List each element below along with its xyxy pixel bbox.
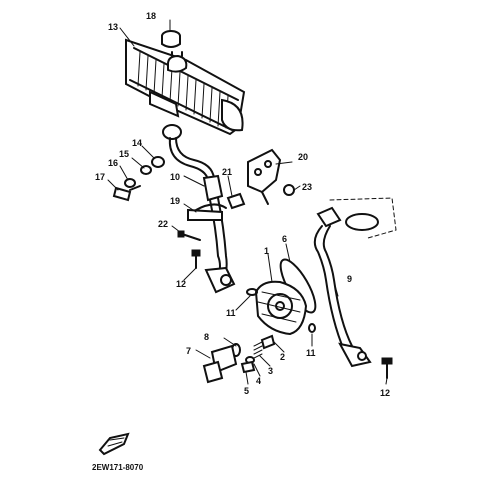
label-3: 3: [268, 366, 273, 376]
label-19: 19: [170, 196, 180, 206]
label-4: 4: [256, 376, 261, 386]
label-18: 18: [146, 11, 156, 21]
label-2: 2: [280, 352, 285, 362]
radiator-mounting-hardware: [112, 156, 165, 202]
oil-hose: [313, 225, 372, 368]
label-5: 5: [244, 386, 249, 396]
label-16: 16: [108, 158, 118, 168]
label-15: 15: [119, 149, 129, 159]
label-6: 6: [282, 234, 287, 244]
label-23: 23: [302, 182, 312, 192]
pipe-elbow-fitting: [204, 266, 236, 294]
bolt-22: [177, 230, 201, 241]
label-17: 17: [95, 172, 105, 182]
small-o-ring-left: [246, 288, 258, 296]
bolt-12-left: [191, 249, 201, 269]
bolt-12-right: [381, 357, 393, 379]
leader-lines: [107, 19, 388, 385]
label-11-left: 11: [226, 308, 236, 318]
oil-filter-adapter: [254, 280, 308, 336]
label-8: 8: [204, 332, 209, 342]
union-bolt-7: [202, 344, 238, 384]
label-21: 21: [222, 167, 232, 177]
small-o-ring-right: [308, 323, 316, 333]
frame-outline: [316, 197, 397, 239]
collar: [226, 192, 246, 210]
label-20: 20: [298, 152, 308, 162]
part-labels: 13 18 14 15 16 17 10 19 21 20 23 22 12 1…: [95, 11, 390, 398]
front-arrow-icon: [98, 432, 130, 456]
label-10: 10: [170, 172, 180, 182]
label-22: 22: [158, 219, 168, 229]
filler-cap: [161, 30, 181, 48]
label-9: 9: [347, 274, 352, 284]
nut-23: [283, 184, 295, 196]
label-1: 1: [264, 246, 269, 256]
relief-valve-parts: [240, 334, 276, 374]
oil-cooler-radiator: [125, 38, 246, 136]
diagram-code: 2EW171-8070: [92, 463, 144, 472]
mounting-bracket: [247, 148, 282, 205]
pipe-clamp: [187, 203, 227, 221]
label-12-left: 12: [176, 279, 186, 289]
label-11-right: 11: [306, 348, 316, 358]
label-14: 14: [132, 138, 142, 148]
label-12-right: 12: [380, 388, 390, 398]
label-13: 13: [108, 22, 118, 32]
label-7: 7: [186, 346, 191, 356]
